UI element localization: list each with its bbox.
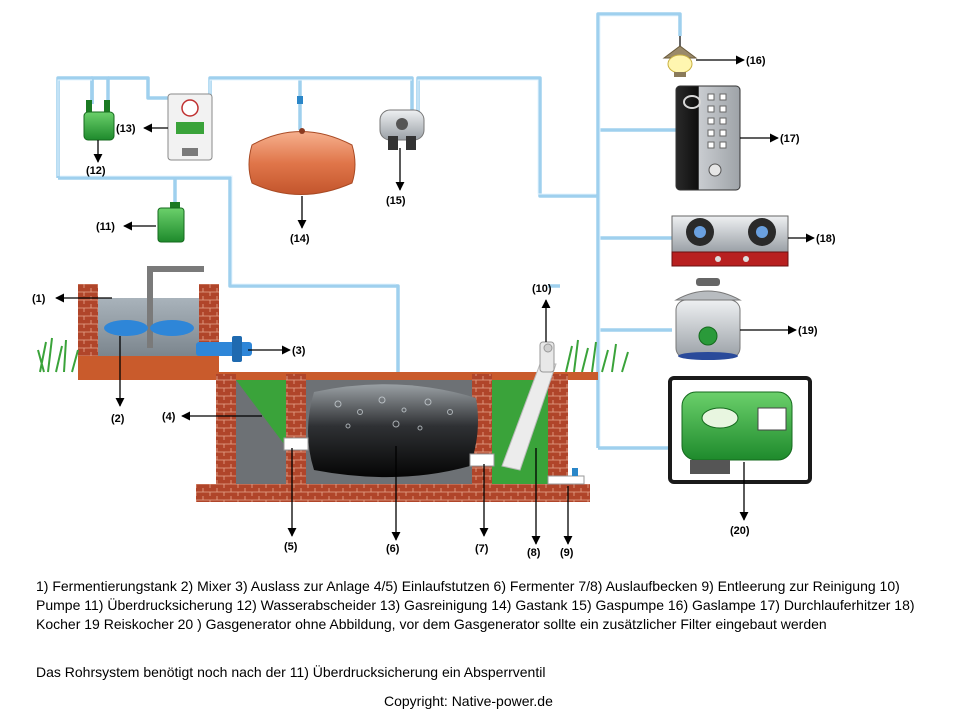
overpressure-safety bbox=[157, 202, 185, 243]
label-12: (12) bbox=[86, 165, 106, 177]
ground-slab bbox=[78, 372, 598, 380]
label-6: (6) bbox=[386, 543, 400, 555]
water-separator bbox=[83, 100, 115, 141]
gas-lamp bbox=[662, 36, 698, 77]
callout-labels: (1) (2) (3) (4) (5) (6) (7) (8) (9) (10)… bbox=[32, 55, 836, 559]
label-17: (17) bbox=[780, 133, 800, 145]
label-1: (1) bbox=[32, 293, 46, 305]
pipe-highlights bbox=[57, 15, 678, 446]
outlet-stub bbox=[469, 453, 495, 467]
copyright: Copyright: Native-power.de bbox=[384, 693, 553, 709]
gas-stove bbox=[671, 215, 789, 267]
label-11: (11) bbox=[96, 221, 115, 233]
label-19: (19) bbox=[798, 325, 818, 337]
label-5: (5) bbox=[284, 541, 298, 553]
water-heater bbox=[675, 85, 741, 191]
label-8: (8) bbox=[527, 547, 541, 559]
rice-cooker bbox=[674, 278, 742, 360]
label-7: (7) bbox=[475, 543, 489, 555]
label-15: (15) bbox=[386, 195, 406, 207]
inlet-stub bbox=[283, 437, 309, 451]
label-16: (16) bbox=[746, 55, 766, 67]
label-4: (4) bbox=[162, 411, 176, 423]
label-10: (10) bbox=[532, 283, 552, 295]
legend-text: 1) Fermentierungstank 2) Mixer 3) Auslas… bbox=[36, 578, 915, 632]
gas-tank bbox=[248, 96, 356, 195]
outlet-pipe bbox=[196, 336, 252, 362]
callout-arrows bbox=[55, 55, 815, 545]
label-9: (9) bbox=[560, 547, 574, 559]
label-2: (2) bbox=[111, 413, 125, 425]
label-18: (18) bbox=[816, 233, 836, 245]
mixer bbox=[104, 266, 204, 348]
pipe-note: Das Rohrsystem benötigt noch nach der 11… bbox=[36, 664, 546, 680]
fermenter bbox=[308, 384, 478, 478]
pump bbox=[539, 341, 555, 373]
grass-right bbox=[565, 339, 629, 373]
grass-left bbox=[37, 337, 79, 373]
label-3: (3) bbox=[292, 345, 306, 357]
biogas-system-diagram: (1) (2) (3) (4) (5) (6) (7) (8) (9) (10)… bbox=[32, 12, 836, 559]
label-14: (14) bbox=[290, 233, 310, 245]
label-20: (20) bbox=[730, 525, 750, 537]
gas-cleaner bbox=[167, 93, 213, 161]
gas-generator bbox=[668, 376, 812, 484]
gas-pump bbox=[379, 109, 425, 150]
drain-valve bbox=[547, 468, 585, 485]
label-13: (13) bbox=[116, 123, 136, 135]
